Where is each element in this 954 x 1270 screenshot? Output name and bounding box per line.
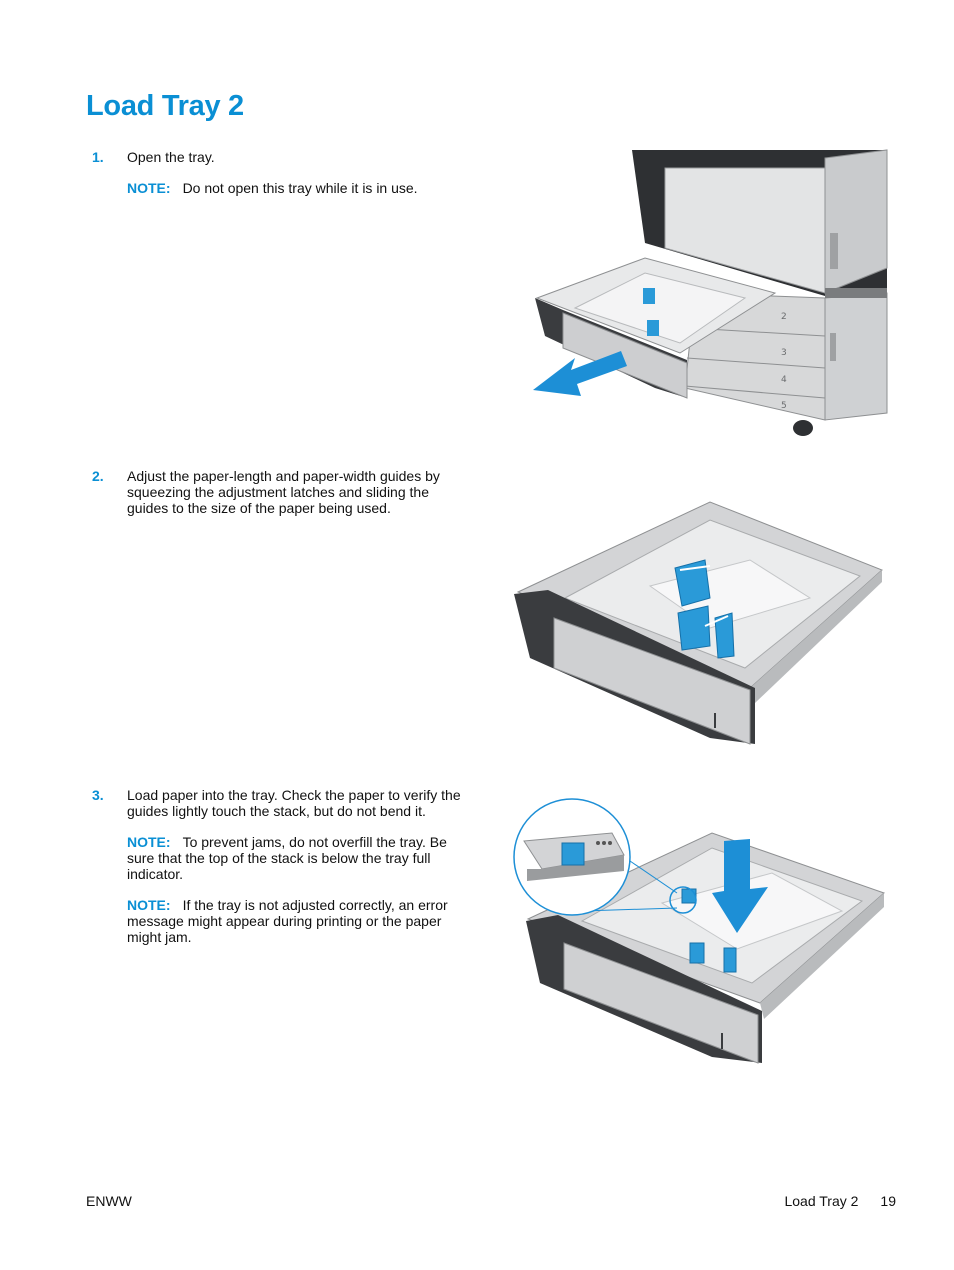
- note-label: NOTE:: [127, 180, 171, 196]
- tray-number-2: 2: [781, 312, 787, 322]
- tray-number-5: 5: [781, 401, 787, 411]
- note-text: Do not open this tray while it is in use…: [182, 180, 418, 196]
- step-3-text: Load paper into the tray. Check the pape…: [127, 787, 461, 819]
- load-paper-illustration: [513, 798, 885, 1064]
- step-2: 2. Adjust the paper-length and paper-wid…: [92, 468, 462, 516]
- note-text: If the tray is not adjusted correctly, a…: [127, 897, 448, 945]
- step-1-note: NOTE: Do not open this tray while it is i…: [127, 180, 462, 196]
- tray-number-4: 4: [781, 375, 787, 385]
- footer-right: Load Tray 2 19: [784, 1193, 896, 1209]
- step-3-note-2: NOTE:If the tray is not adjusted correct…: [127, 897, 462, 945]
- footer-section: Load Tray 2: [784, 1193, 859, 1209]
- step-3: 3. Load paper into the tray. Check the p…: [92, 787, 462, 945]
- note-text: To prevent jams, do not overfill the tra…: [127, 834, 447, 882]
- tray-guides-illustration: [514, 501, 883, 745]
- step-3-note-1: NOTE:To prevent jams, do not overfill th…: [127, 834, 462, 882]
- footer-left: ENWW: [86, 1193, 132, 1209]
- step-1-text: Open the tray.: [127, 149, 215, 165]
- page-title: Load Tray 2: [86, 90, 244, 122]
- step-2-text: Adjust the paper-length and paper-width …: [127, 468, 440, 516]
- note-label: NOTE:: [127, 897, 171, 913]
- page-number: 19: [880, 1193, 896, 1209]
- printer-open-tray-illustration: 2 3 4 5: [533, 149, 888, 436]
- step-2-number: 2.: [92, 468, 104, 484]
- step-1-number: 1.: [92, 149, 104, 165]
- step-1: 1. Open the tray. NOTE: Do not open this …: [92, 149, 462, 196]
- step-3-number: 3.: [92, 787, 104, 803]
- tray-number-3: 3: [781, 348, 787, 358]
- note-label: NOTE:: [127, 834, 171, 850]
